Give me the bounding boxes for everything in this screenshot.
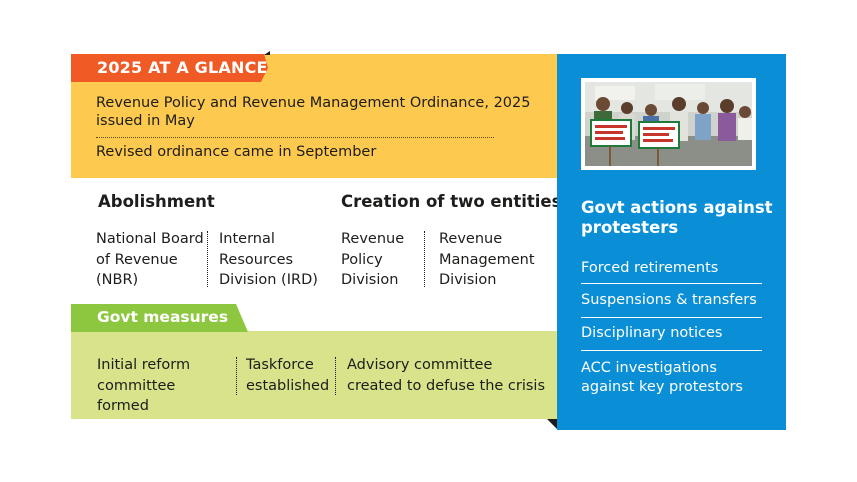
abolishment-separator <box>207 231 208 287</box>
abolishment-heading: Abolishment <box>98 192 215 211</box>
measure-advisory-committee: Advisory committee created to defuse the… <box>347 357 546 394</box>
abolished-ird: Internal Resources Division (IRD) <box>219 231 318 288</box>
timeline-entry-may: Revenue Policy and Revenue Management Or… <box>96 95 531 129</box>
action-forced-retirements: Forced retirements <box>581 260 719 276</box>
action-divider-1 <box>581 283 762 284</box>
corner-tick-top <box>264 51 270 55</box>
creation-heading: Creation of two entities <box>341 192 562 211</box>
abolished-nbr: National Board of Revenue (NBR) <box>96 231 204 288</box>
glance-tab-label: 2025 AT A GLANCE <box>97 58 268 77</box>
measures-tab: Govt measures <box>71 304 248 332</box>
action-acc-investigations: ACC investigations against key protestor… <box>581 360 743 395</box>
created-revenue-policy-division: Revenue Policy Division <box>341 231 405 288</box>
measure-separator-1 <box>236 357 237 395</box>
created-revenue-management-division: Revenue Management Division <box>439 231 535 288</box>
corner-tick-bottom <box>547 419 557 429</box>
protest-photo-illustration <box>585 82 752 166</box>
measure-reform-committee: Initial reform committee formed <box>97 357 191 414</box>
protest-photo <box>585 82 752 166</box>
actions-heading: Govt actions against protesters <box>581 198 773 237</box>
action-divider-3 <box>581 350 762 351</box>
measures-tab-label: Govt measures <box>97 308 229 326</box>
measure-separator-2 <box>335 357 336 395</box>
timeline-divider <box>96 137 494 138</box>
action-suspensions-transfers: Suspensions & transfers <box>581 292 757 308</box>
timeline-entry-september: Revised ordinance came in September <box>96 144 377 160</box>
measure-taskforce: Taskforce established <box>246 357 330 394</box>
action-disciplinary-notices: Disciplinary notices <box>581 325 723 341</box>
measures-band <box>71 331 557 419</box>
glance-tab: 2025 AT A GLANCE <box>71 54 268 82</box>
protest-photo-frame <box>581 78 756 170</box>
creation-separator <box>424 231 425 287</box>
action-divider-2 <box>581 317 762 318</box>
